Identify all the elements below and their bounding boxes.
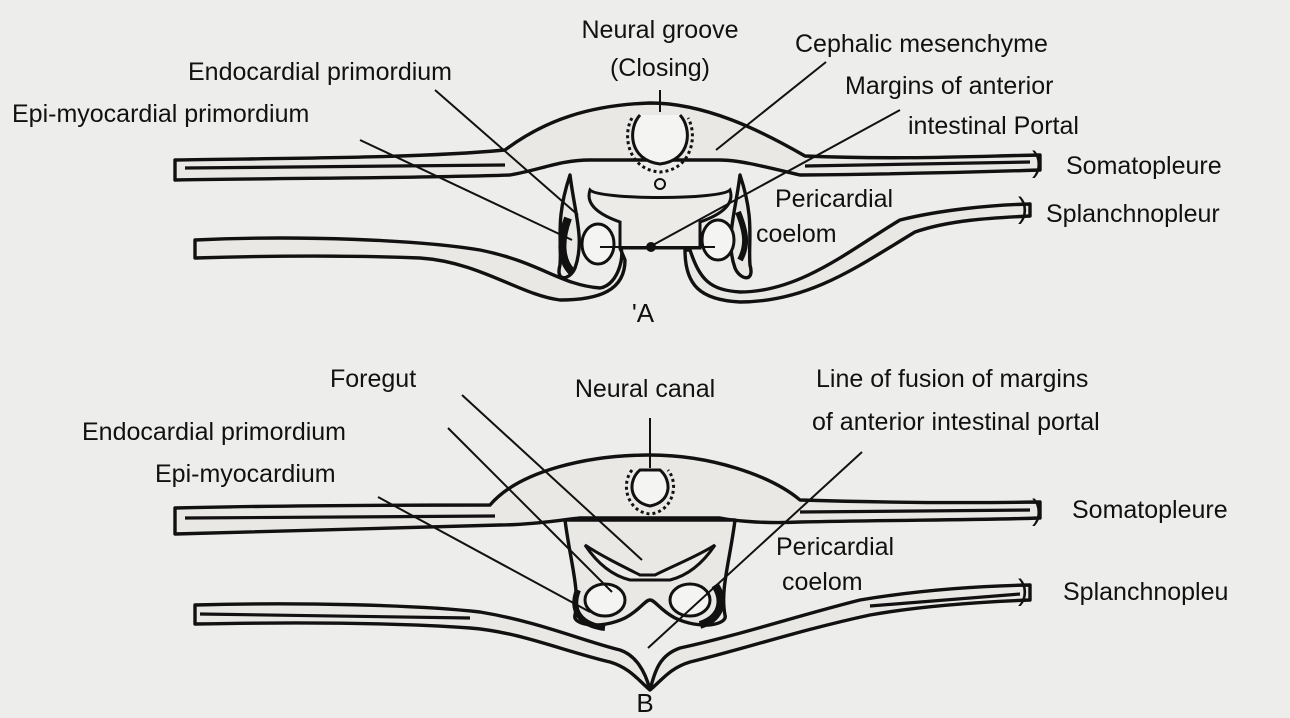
label-pericardial-a: Pericardial (775, 185, 893, 213)
label-margins-line1: Margins of anterior (845, 72, 1053, 100)
label-somatopleure-a: Somatopleure (1066, 152, 1222, 180)
label-margins-line2: intestinal Portal (908, 112, 1079, 140)
svg-text:): ) (1032, 494, 1042, 527)
label-coelom-a: coelom (756, 220, 837, 248)
panel-letter-b: B (636, 688, 653, 718)
label-foregut: Foregut (330, 365, 416, 393)
label-somatopleure-b: Somatopleure (1072, 496, 1228, 524)
svg-text:): ) (1018, 192, 1028, 225)
label-line-of-fusion-2: of anterior intestinal portal (812, 408, 1100, 436)
label-epi-myocardial-primordium: Epi-myocardial primordium (12, 100, 309, 128)
label-neural-canal: Neural canal (575, 375, 715, 403)
label-line-of-fusion-1: Line of fusion of margins (816, 365, 1088, 393)
label-pericardial-b: Pericardial (776, 533, 894, 561)
panel-a-neural-groove (628, 115, 693, 189)
label-endocardial-primordium-b: Endocardial primordium (82, 418, 346, 446)
label-endocardial-primordium-a: Endocardial primordium (188, 58, 452, 86)
svg-text:): ) (1018, 574, 1028, 607)
svg-text:): ) (1032, 146, 1042, 179)
label-neural-groove: Neural groove (581, 16, 738, 44)
label-cephalic-mesenchyme: Cephalic mesenchyme (795, 30, 1048, 58)
label-splanchnopleur-a: Splanchnopleur (1046, 200, 1220, 228)
panel-letter-a: 'A (632, 298, 655, 328)
label-epi-myocardium: Epi-myocardium (155, 460, 336, 488)
panel-a-central-body (559, 175, 751, 278)
panel-b-central-body (565, 520, 735, 628)
label-coelom-b: coelom (782, 568, 863, 596)
label-splanchnopleu-b: Splanchnopleu (1063, 578, 1228, 606)
label-closing: (Closing) (610, 54, 710, 82)
panel-b: ) ) (82, 365, 1228, 718)
panel-a: ) ) (12, 16, 1222, 328)
